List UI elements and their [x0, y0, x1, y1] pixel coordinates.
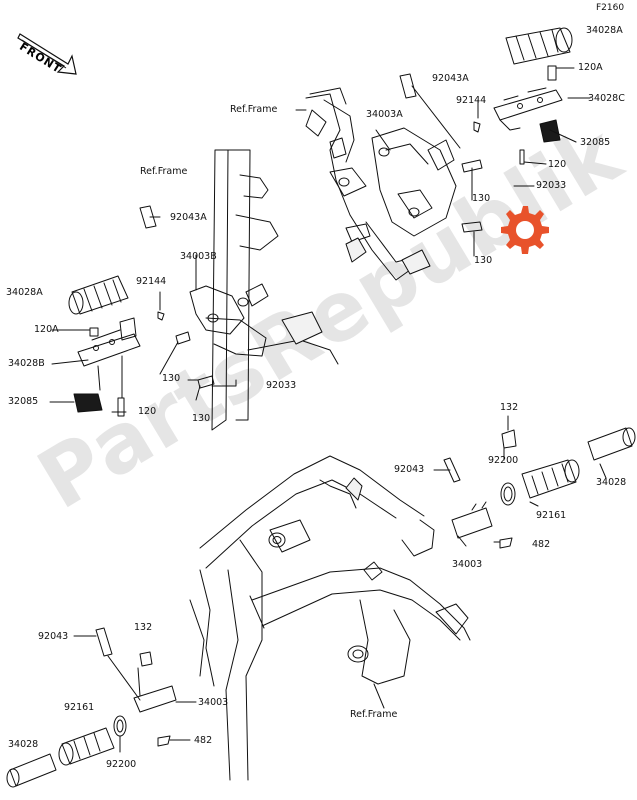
label-34003B: 34003B [180, 251, 217, 262]
label-132-left: 132 [134, 622, 153, 633]
right-pillion-peg [443, 427, 636, 549]
label-ref-frame-top: Ref.Frame [230, 104, 278, 115]
label-92144-left: 92144 [136, 276, 167, 287]
left-pin [139, 205, 157, 229]
label-92043-right: 92043 [394, 464, 425, 475]
label-92043A-left: 92043A [170, 212, 207, 223]
label-ref-frame-left: Ref.Frame [140, 166, 188, 177]
front-indicator: FRONT [16, 20, 80, 76]
label-132-right: 132 [500, 402, 519, 413]
left-footpeg-base [77, 317, 141, 367]
left-pillion-peg [6, 627, 177, 788]
label-34028A-top: 34028A [586, 25, 623, 36]
label-34003A: 34003A [366, 109, 403, 120]
front-arrow-icon [17, 33, 77, 75]
left-frame-rail [189, 149, 339, 431]
label-92033-top: 92033 [536, 180, 567, 191]
label-92161-left: 92161 [64, 702, 95, 713]
label-34003-right: 34003 [452, 559, 483, 570]
label-34028C: 34028C [588, 93, 625, 104]
label-32085-top: 32085 [580, 137, 611, 148]
label-130-top-1: 130 [472, 193, 491, 204]
label-34028-right: 34028 [596, 477, 627, 488]
label-92161-right: 92161 [536, 510, 567, 521]
left-footpeg-rubber [68, 275, 129, 315]
label-92043A-top: 92043A [432, 73, 469, 84]
right-frame-section [305, 87, 457, 281]
label-34028B: 34028B [8, 358, 45, 369]
label-92200-right: 92200 [488, 455, 519, 466]
main-frame [189, 455, 471, 781]
label-120A-top: 120A [578, 62, 603, 73]
diagram-code: F2160 [596, 3, 625, 13]
label-130-left-2: 130 [192, 413, 211, 424]
settings-gear-icon[interactable] [495, 200, 555, 260]
label-34028-left: 34028 [8, 739, 39, 750]
label-482-right: 482 [532, 539, 551, 550]
label-92043-left: 92043 [38, 631, 69, 642]
label-482-left: 482 [194, 735, 213, 746]
right-footpeg-base [493, 87, 563, 131]
label-120-left: 120 [138, 406, 157, 417]
label-92144-top: 92144 [456, 95, 487, 106]
label-34003-left: 34003 [198, 697, 229, 708]
label-34028A-left: 34028A [6, 287, 43, 298]
label-92033-left: 92033 [266, 380, 297, 391]
left-rubber-pad [73, 393, 103, 413]
label-130-top-2: 130 [474, 255, 493, 266]
label-120-top: 120 [548, 159, 567, 170]
label-32085-left: 32085 [8, 396, 39, 407]
label-92200-left: 92200 [106, 759, 137, 770]
label-ref-frame-bottom: Ref.Frame [350, 709, 398, 720]
label-130-left-1: 130 [162, 373, 181, 384]
label-120A-left: 120A [34, 324, 59, 335]
right-footpeg-rubber [505, 27, 573, 65]
